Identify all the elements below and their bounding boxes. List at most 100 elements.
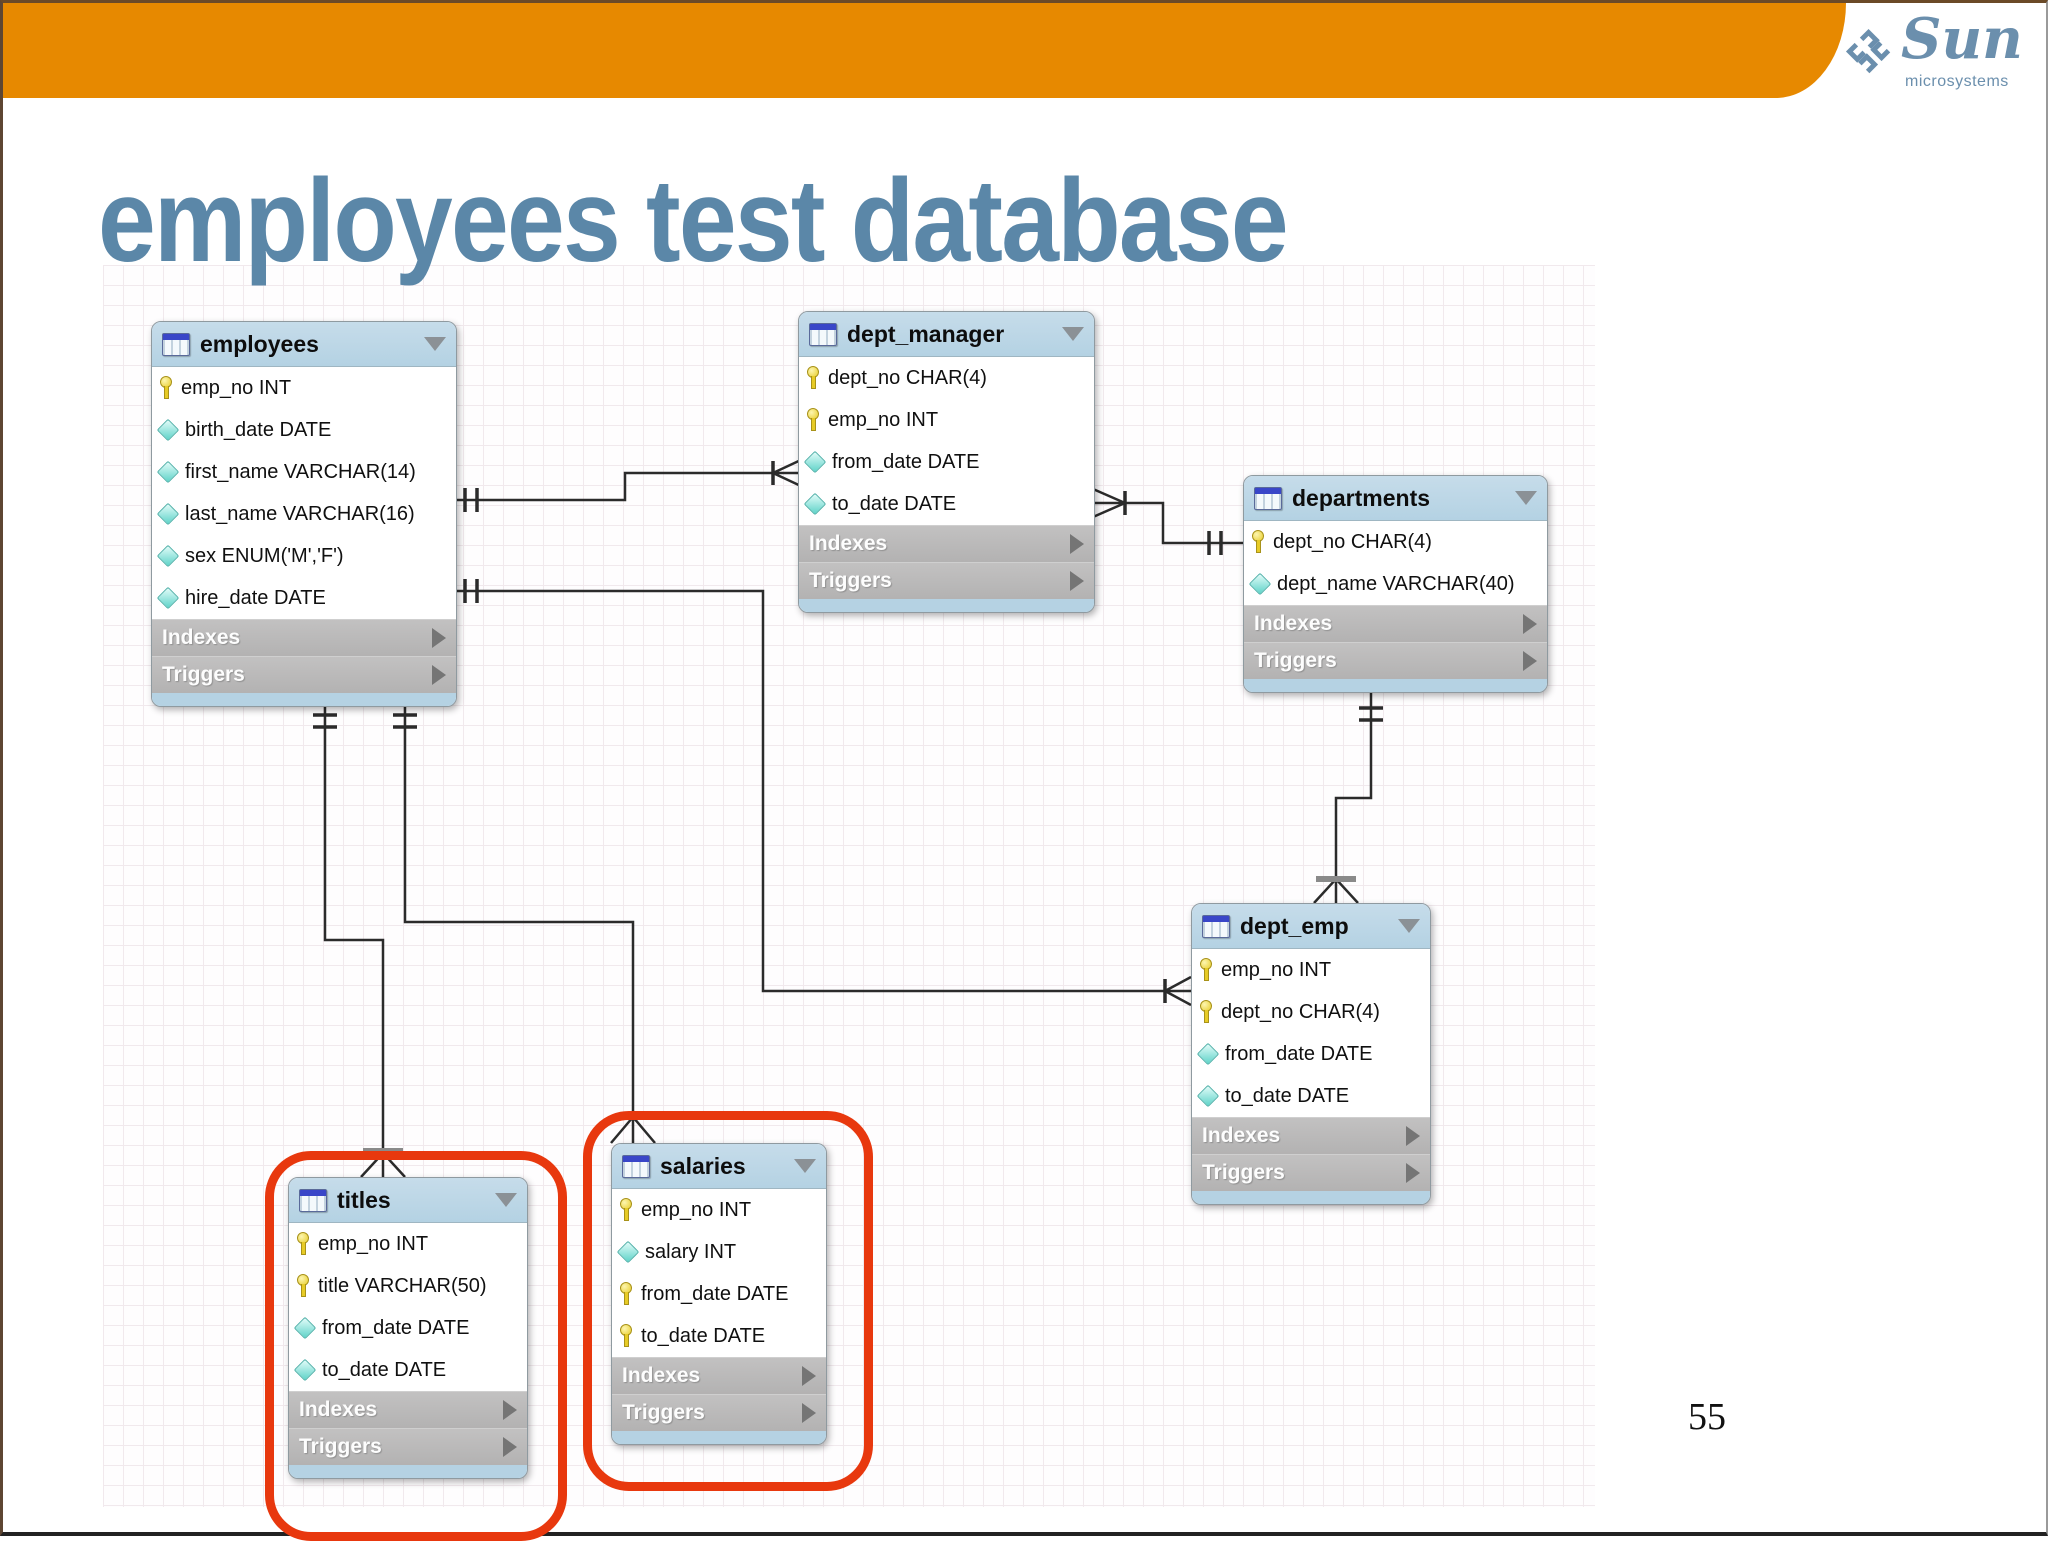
table-header[interactable]: salaries	[612, 1144, 826, 1189]
column-definition: emp_no INT	[1221, 958, 1332, 981]
primary-key-icon	[620, 1324, 632, 1348]
expand-arrow-icon[interactable]	[1523, 614, 1537, 634]
column-definition: emp_no INT	[318, 1232, 429, 1255]
table-footer	[612, 1431, 826, 1444]
table-header[interactable]: dept_manager	[799, 312, 1094, 357]
column-definition: to_date DATE	[1225, 1084, 1350, 1107]
triggers-section-row[interactable]: Triggers	[289, 1428, 527, 1465]
table-icon	[809, 322, 837, 346]
section-label: Triggers	[809, 569, 892, 592]
triggers-section-row[interactable]: Triggers	[612, 1394, 826, 1431]
column-row: emp_no INT	[289, 1223, 527, 1265]
section-label: Indexes	[162, 626, 241, 649]
expand-arrow-icon[interactable]	[1406, 1163, 1420, 1183]
column-definition: sex ENUM('M','F')	[185, 544, 344, 567]
column-row: emp_no INT	[612, 1189, 826, 1231]
column-definition: dept_no CHAR(4)	[1221, 1000, 1380, 1023]
collapse-arrow-icon[interactable]	[424, 337, 446, 351]
column-definition: emp_no INT	[641, 1198, 752, 1221]
table-header[interactable]: employees	[152, 322, 456, 367]
table-footer	[1192, 1191, 1430, 1204]
triggers-section-row[interactable]: Triggers	[1244, 642, 1547, 679]
column-definition: emp_no INT	[181, 376, 292, 399]
column-definition: dept_no CHAR(4)	[828, 366, 987, 389]
indexes-section-row[interactable]: Indexes	[1192, 1117, 1430, 1154]
collapse-arrow-icon[interactable]	[495, 1193, 517, 1207]
column-definition: to_date DATE	[641, 1324, 766, 1347]
column-row: birth_date DATE	[152, 409, 456, 451]
sun-microsystems-logo: Sun microsystems	[1841, 8, 2041, 98]
table-header[interactable]: dept_emp	[1192, 904, 1430, 949]
section-label: Triggers	[162, 663, 245, 686]
section-label: Indexes	[1254, 612, 1333, 635]
indexes-section-row[interactable]: Indexes	[289, 1391, 527, 1428]
highlight-ring-titles	[265, 1151, 567, 1541]
expand-arrow-icon[interactable]	[1070, 571, 1084, 591]
section-label: Indexes	[299, 1398, 378, 1421]
table-icon	[1202, 914, 1230, 938]
sun-diamond-icon	[1845, 28, 1891, 74]
table-footer	[152, 693, 456, 706]
column-icon	[1196, 1042, 1220, 1066]
primary-key-icon	[297, 1274, 309, 1298]
indexes-section-row[interactable]: Indexes	[612, 1357, 826, 1394]
table-columns: dept_no CHAR(4) emp_no INT from_date DATE t…	[799, 357, 1094, 525]
expand-arrow-icon[interactable]	[1070, 534, 1084, 554]
column-definition: emp_no INT	[828, 408, 939, 431]
table-icon	[1254, 486, 1282, 510]
expand-arrow-icon[interactable]	[1406, 1126, 1420, 1146]
expand-arrow-icon[interactable]	[503, 1437, 517, 1457]
table-header[interactable]: departments	[1244, 476, 1547, 521]
triggers-section-row[interactable]: Triggers	[1192, 1154, 1430, 1191]
page-number: 55	[1688, 1396, 1726, 1438]
table-dept-manager[interactable]: dept_manager dept_no CHAR(4) emp_no INT fr…	[798, 311, 1095, 613]
table-title: salaries	[660, 1152, 746, 1179]
highlight-ring-salaries	[583, 1111, 873, 1491]
section-label: Triggers	[1202, 1161, 1285, 1184]
column-row: from_date DATE	[1192, 1033, 1430, 1075]
column-row: emp_no INT	[799, 399, 1094, 441]
expand-arrow-icon[interactable]	[802, 1366, 816, 1386]
collapse-arrow-icon[interactable]	[1062, 327, 1084, 341]
collapse-arrow-icon[interactable]	[1398, 919, 1420, 933]
table-header[interactable]: titles	[289, 1178, 527, 1223]
table-departments[interactable]: departments dept_no CHAR(4)dept_name VAR…	[1243, 475, 1548, 693]
table-title: employees	[200, 330, 319, 357]
indexes-section-row[interactable]: Indexes	[1244, 605, 1547, 642]
table-footer	[289, 1465, 527, 1478]
primary-key-icon	[160, 376, 172, 400]
table-footer	[799, 599, 1094, 612]
expand-arrow-icon[interactable]	[503, 1400, 517, 1420]
column-definition: title VARCHAR(50)	[318, 1274, 487, 1297]
expand-arrow-icon[interactable]	[802, 1403, 816, 1423]
column-icon	[156, 544, 180, 568]
column-icon	[156, 418, 180, 442]
indexes-section-row[interactable]: Indexes	[152, 619, 456, 656]
expand-arrow-icon[interactable]	[432, 628, 446, 648]
table-dept-emp[interactable]: dept_emp emp_no INT dept_no CHAR(4) from_d…	[1191, 903, 1431, 1205]
column-row: hire_date DATE	[152, 577, 456, 619]
table-footer	[1244, 679, 1547, 692]
column-definition: from_date DATE	[832, 450, 980, 473]
indexes-section-row[interactable]: Indexes	[799, 525, 1094, 562]
triggers-section-row[interactable]: Triggers	[152, 656, 456, 693]
expand-arrow-icon[interactable]	[1523, 651, 1537, 671]
table-title: dept_emp	[1240, 912, 1349, 939]
table-icon	[622, 1154, 650, 1178]
column-definition: to_date DATE	[832, 492, 957, 515]
table-title: titles	[337, 1186, 391, 1213]
section-label: Triggers	[299, 1435, 382, 1458]
column-definition: from_date DATE	[1225, 1042, 1373, 1065]
triggers-section-row[interactable]: Triggers	[799, 562, 1094, 599]
primary-key-icon	[620, 1282, 632, 1306]
collapse-arrow-icon[interactable]	[1515, 491, 1537, 505]
collapse-arrow-icon[interactable]	[794, 1159, 816, 1173]
expand-arrow-icon[interactable]	[432, 665, 446, 685]
